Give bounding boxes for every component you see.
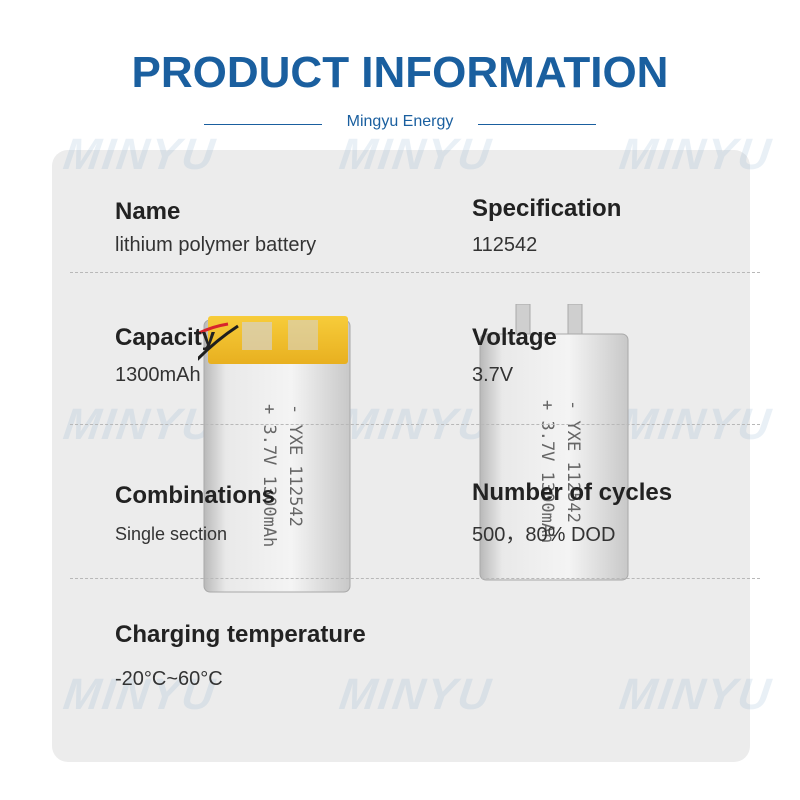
watermark-logo: MINYU bbox=[616, 130, 776, 179]
battery-tabs-image: - YXE 112542 + 3.7V 1300mAh bbox=[479, 304, 629, 581]
watermark-logo: MINYU bbox=[616, 400, 776, 449]
battery-print-line2: + 3.7V 1300mAh bbox=[537, 400, 557, 543]
subtitle-line-left bbox=[204, 124, 322, 125]
battery-with-wires-image: - YXE 112542 + 3.7V 1300mAh bbox=[198, 316, 351, 593]
row-divider bbox=[70, 424, 760, 425]
capacity-label: Capacity bbox=[115, 324, 216, 351]
cycles-label: Number of cycles bbox=[472, 479, 673, 506]
voltage-value: 3.7V bbox=[472, 364, 514, 386]
name-label: Name bbox=[115, 198, 181, 225]
name-value: lithium polymer battery bbox=[115, 234, 317, 256]
row-divider bbox=[70, 578, 760, 579]
specification-value: 112542 bbox=[472, 234, 538, 256]
capacity-value: 1300mAh bbox=[115, 364, 201, 386]
cycles-value: 500，80% DOD bbox=[472, 524, 616, 546]
charging-temperature-label: Charging temperature bbox=[115, 621, 366, 648]
spec-card bbox=[52, 150, 750, 762]
page-title: PRODUCT INFORMATION bbox=[131, 48, 669, 97]
subtitle-row: Mingyu Energy bbox=[0, 112, 800, 136]
battery-print-line1: - YXE 112542 bbox=[563, 400, 583, 523]
combinations-label: Combinations bbox=[115, 482, 275, 509]
watermark-logo: MINYU bbox=[60, 130, 220, 179]
watermark-logo: MINYU bbox=[336, 670, 496, 719]
specification-label: Specification bbox=[472, 195, 622, 222]
row-divider bbox=[70, 272, 760, 273]
watermark-logo: MINYU bbox=[336, 130, 496, 179]
charging-temperature-value: -20°C~60°C bbox=[115, 668, 223, 690]
voltage-label: Voltage bbox=[472, 324, 557, 351]
subtitle: Mingyu Energy bbox=[346, 113, 454, 130]
watermark-logo: MINYU bbox=[616, 670, 776, 719]
subtitle-line-right bbox=[478, 124, 596, 125]
watermark-logo: MINYU bbox=[60, 400, 220, 449]
combinations-value: Single section bbox=[115, 524, 228, 544]
watermark-logo: MINYU bbox=[336, 400, 496, 449]
battery-print-line2: + 3.7V 1300mAh bbox=[259, 404, 279, 547]
battery-print-line1: - YXE 112542 bbox=[285, 404, 305, 527]
